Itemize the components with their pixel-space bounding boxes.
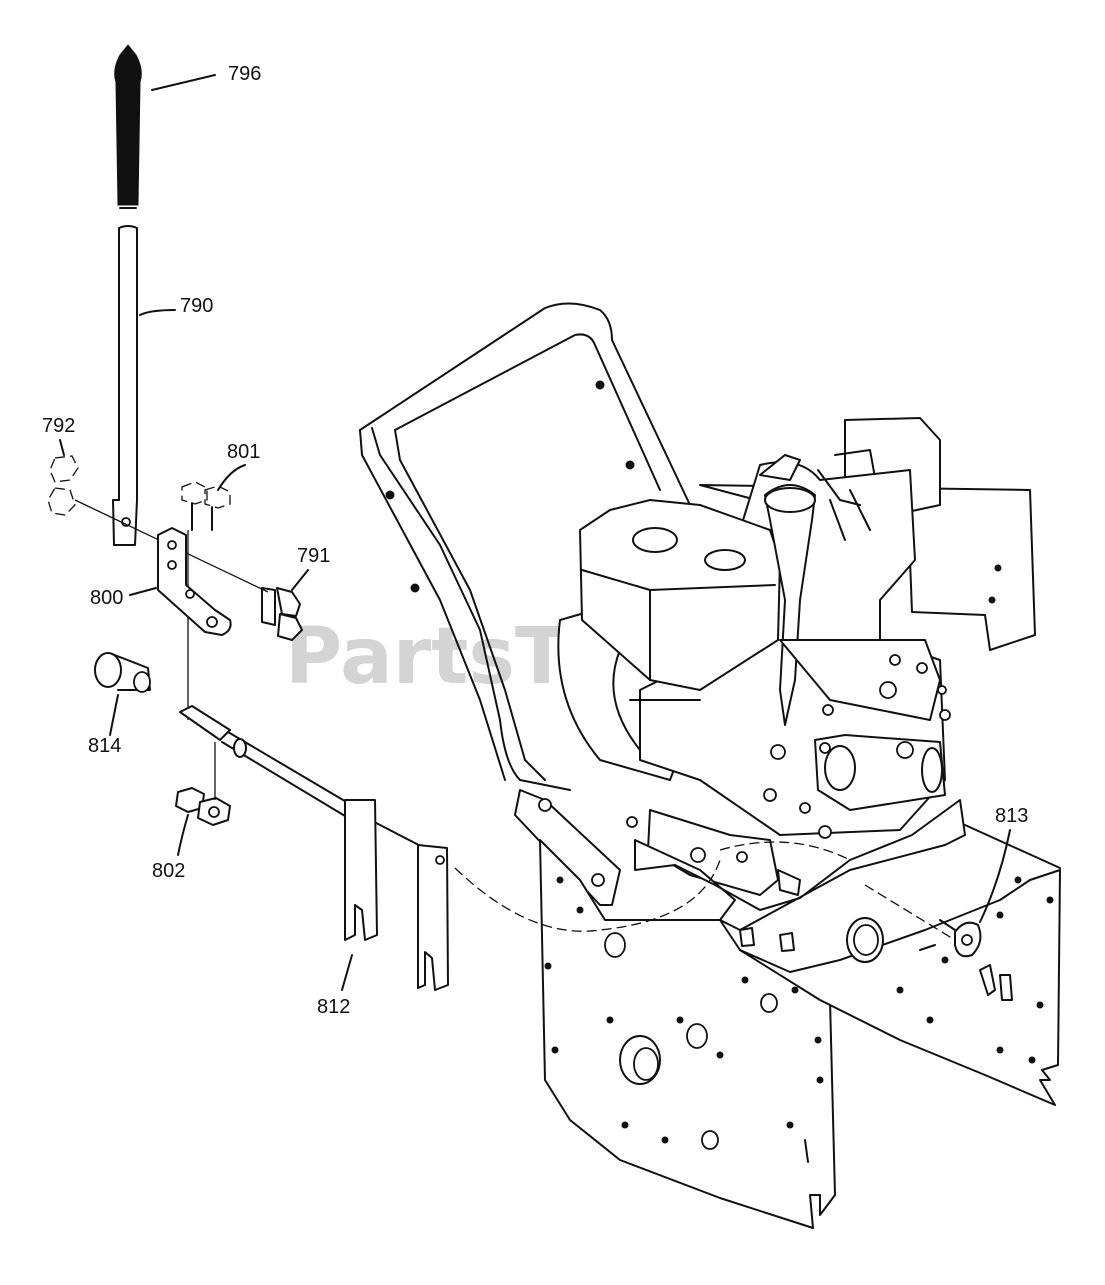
bushing-814 <box>94 652 151 693</box>
dashed-link-813 <box>864 884 956 941</box>
bolts-801 <box>181 481 231 720</box>
leader-796 <box>151 74 216 91</box>
callout-800: 800 <box>90 587 123 609</box>
leader-791 <box>291 569 309 591</box>
callout-labels: 796 790 792 801 791 800 814 802 812 813 <box>42 63 1028 1018</box>
shift-rod-790 <box>112 225 138 546</box>
leader-814 <box>109 694 119 736</box>
callout-792: 792 <box>42 415 75 437</box>
callout-802: 802 <box>152 860 185 882</box>
leader-792 <box>59 439 65 456</box>
bracket-800 <box>157 527 232 636</box>
dashed-link-frame <box>719 841 851 861</box>
callout-796: 796 <box>228 63 261 85</box>
dashed-link-812 <box>454 859 721 932</box>
callout-812: 812 <box>317 996 350 1018</box>
engine <box>557 417 1036 839</box>
leader-801 <box>217 464 246 491</box>
callout-813: 813 <box>995 805 1028 827</box>
retainer-clip-813 <box>954 921 982 958</box>
leader-812 <box>341 954 353 991</box>
callout-814: 814 <box>88 735 121 757</box>
leader-813 <box>979 829 1011 923</box>
bolt-791 <box>261 587 303 641</box>
leader-790 <box>139 309 176 316</box>
callout-790: 790 <box>180 295 213 317</box>
callout-791: 791 <box>297 545 330 567</box>
callout-801: 801 <box>227 441 260 463</box>
handle-frame <box>359 302 691 906</box>
frame-plates <box>539 799 1061 1229</box>
shift-link-rod <box>179 705 441 857</box>
leader-800 <box>129 587 157 596</box>
shift-forks-812 <box>344 799 449 991</box>
leader-802 <box>177 814 189 856</box>
shift-knob-796 <box>114 44 142 209</box>
nut-792 <box>47 455 79 516</box>
nuts-802 <box>175 742 231 826</box>
leader-lines <box>59 74 1011 991</box>
